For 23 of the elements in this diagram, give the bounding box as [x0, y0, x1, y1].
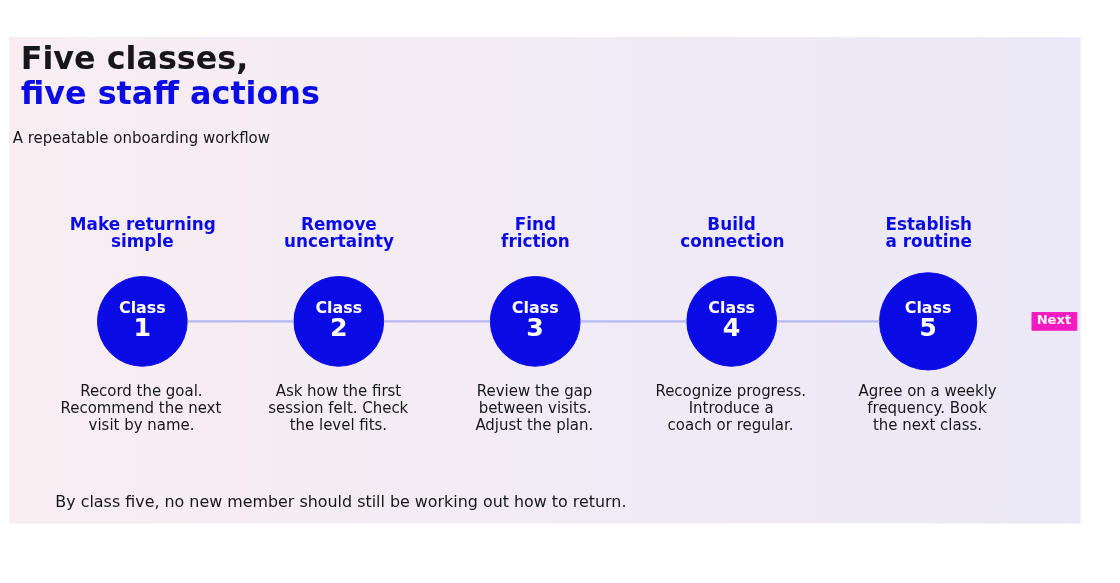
connector [776, 319, 880, 323]
connector [187, 319, 294, 323]
node-label: Make returning simple [69, 213, 216, 251]
node-circle: Class 3 [489, 275, 581, 367]
node-label: Review the gap between visits. Adjust the plan. [475, 381, 594, 434]
node-label: Ask how the first session felt. Check the level fits. [268, 381, 409, 434]
connector [580, 319, 687, 323]
node-label: Agree on a weekly frequency. Book the next class. [858, 381, 997, 434]
connector [384, 319, 491, 323]
node-label: Build connection [680, 213, 785, 251]
node-circle: Class 5 [879, 271, 978, 370]
node-label: Record the goal. Recommend the next visit by name. [60, 381, 222, 434]
node-label: Find friction [501, 213, 570, 251]
diagram-title: Five classes, five staff actions [20, 38, 320, 111]
node-box: Next [1031, 311, 1078, 331]
node-circle: Class 4 [686, 275, 778, 367]
caption: By class five, no new member should still be working out how to return. [55, 491, 627, 511]
node-label: Establish a routine [885, 213, 973, 251]
node-label: Recognize progress. Introduce a coach or regular. [655, 381, 806, 434]
node-circle: Class 2 [293, 275, 385, 367]
node-circle: Class 1 [97, 275, 188, 367]
node-label: Remove uncertainty [284, 213, 394, 251]
label: A repeatable onboarding workflow [12, 128, 270, 147]
